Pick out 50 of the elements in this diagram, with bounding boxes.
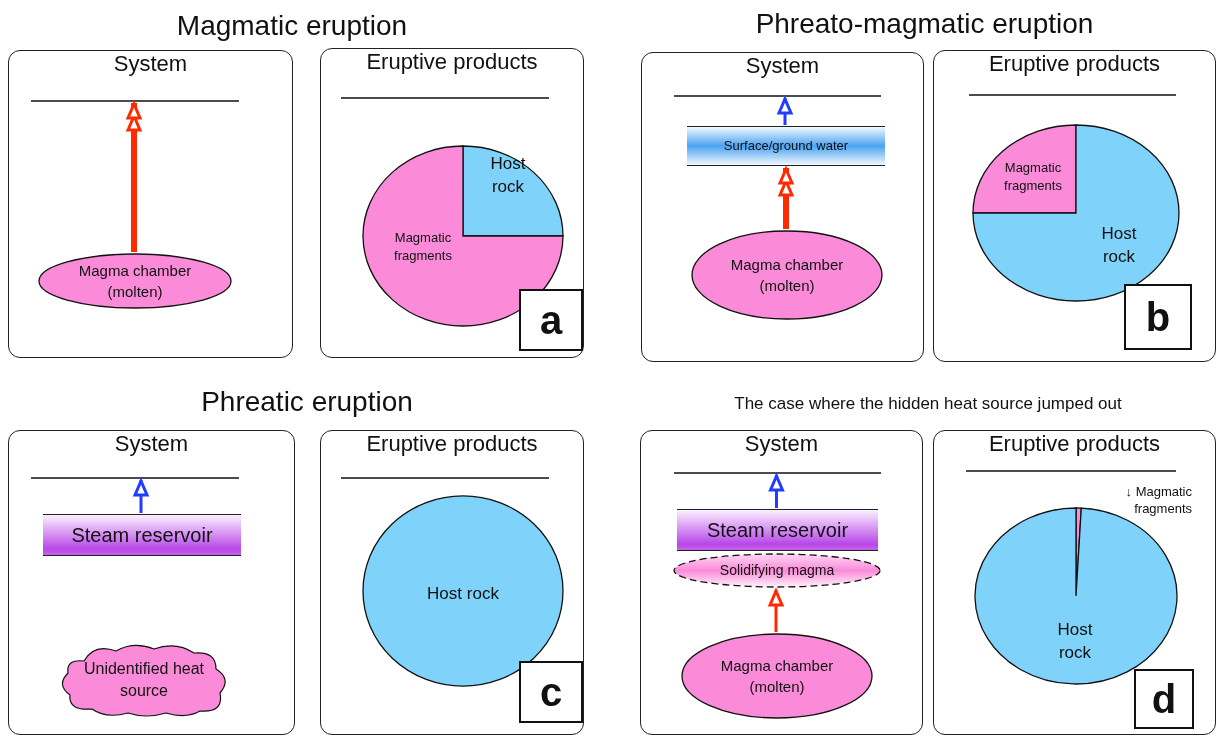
section-title: Phreatic eruption <box>200 385 414 419</box>
arrow <box>126 102 142 252</box>
node-label: Surface/ground water <box>723 137 849 156</box>
panel <box>8 430 295 735</box>
steam-band <box>43 514 241 556</box>
node-label: Steam reservoir <box>71 523 213 548</box>
node-label: Solidifying magma <box>719 561 835 580</box>
pie-slice-label: ↓ Magmatic fragments <box>1086 483 1192 517</box>
arrow <box>778 167 794 229</box>
magma-ellipse <box>38 253 232 309</box>
node-label: Magma chamber (molten) <box>77 261 193 302</box>
panel-heading: Eruptive products <box>987 51 1162 77</box>
magma-ellipse <box>691 230 883 320</box>
panel-heading: Eruptive products <box>987 431 1162 457</box>
section-title: Magmatic eruption <box>175 9 409 43</box>
node-label: Unidentified heat source <box>82 659 206 701</box>
node-label: Steam reservoir <box>706 518 849 543</box>
panel-heading: Eruptive products <box>365 49 539 75</box>
panel-heading: System <box>113 431 190 457</box>
arrow <box>768 589 784 632</box>
arrow <box>133 479 149 513</box>
node-label: Magma chamber (molten) <box>719 656 835 697</box>
panel-letter: b <box>1124 284 1192 350</box>
section-title: The case where the hidden heat source jumped out <box>733 393 1123 415</box>
panel-heading: System <box>743 431 820 457</box>
pie-slice-label: Magmatic fragments <box>381 227 465 267</box>
panel-heading: System <box>112 51 189 77</box>
pie-slice-label: Host rock <box>1092 221 1146 269</box>
panel-heading: Eruptive products <box>365 431 539 457</box>
arrow <box>769 474 784 508</box>
panel-letter: a <box>519 289 583 351</box>
steam-band <box>677 509 878 551</box>
magma-ellipse <box>681 633 873 719</box>
panel-letter: c <box>519 661 583 723</box>
panel <box>640 430 923 735</box>
section-title: Phreato-magmatic eruption <box>754 7 1095 41</box>
panel <box>933 430 1216 735</box>
node-label: Magma chamber (molten) <box>729 255 845 296</box>
dashed-ellipse <box>673 553 881 588</box>
panel-letter: d <box>1134 669 1194 729</box>
panel <box>8 50 293 358</box>
panel <box>320 430 584 735</box>
panel <box>933 50 1216 362</box>
panel-heading: System <box>744 53 821 79</box>
panel <box>320 48 584 358</box>
water-band <box>687 126 885 166</box>
arrow <box>777 97 793 125</box>
panel <box>641 52 924 362</box>
pie-slice-label: Host rock <box>1048 617 1102 665</box>
pie-slice-label: Host rock <box>413 581 513 605</box>
